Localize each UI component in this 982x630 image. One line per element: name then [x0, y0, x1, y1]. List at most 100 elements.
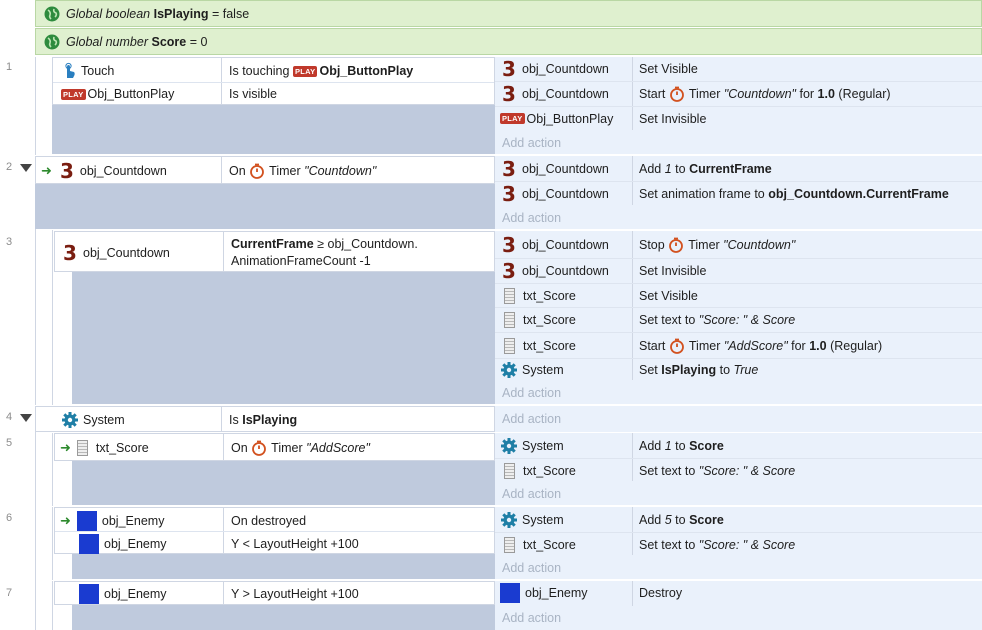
action-text[interactable]: Start Timer "Countdown" for 1.0 (Regular…: [639, 86, 891, 102]
action-area[interactable]: System Add 1 to Score txt_Score Set text…: [495, 433, 982, 505]
enemy-sprite-icon: [76, 510, 97, 531]
condition-block[interactable]: obj_Enemy Y > LayoutHeight +100: [54, 581, 495, 605]
action-object[interactable]: obj_Enemy: [500, 581, 588, 605]
action-text[interactable]: Set Visible: [639, 62, 698, 76]
condition-text[interactable]: Is visible: [229, 87, 277, 101]
add-action-link[interactable]: Add action: [502, 560, 562, 575]
condition-object[interactable]: obj_Enemy: [79, 532, 167, 555]
action-text[interactable]: Set text to "Score: " & Score: [639, 537, 796, 552]
add-action-link[interactable]: Add action: [502, 210, 562, 225]
condition-text[interactable]: Y > LayoutHeight +100: [231, 587, 359, 601]
global-prefix: Global boolean: [66, 6, 151, 21]
trigger-arrow-icon: ➜: [60, 512, 71, 528]
action-object[interactable]: System: [500, 359, 564, 381]
condition-object[interactable]: Touch: [61, 60, 114, 82]
condition-object[interactable]: obj_Enemy: [79, 582, 167, 606]
action-text[interactable]: Add 1 to Score: [639, 438, 724, 453]
timer-icon: [669, 86, 684, 102]
action-text[interactable]: Set Invisible: [639, 264, 707, 278]
action-object[interactable]: txt_Score: [504, 459, 576, 482]
action-text[interactable]: Stop Timer "Countdown": [639, 237, 796, 253]
condition-text[interactable]: CurrentFrame ≥ obj_Countdown. AnimationF…: [231, 237, 418, 268]
event-number: 6: [5, 512, 13, 524]
action-text[interactable]: Set Visible: [639, 288, 698, 303]
condition-block[interactable]: ➜ txt_Score On Timer "AddScore": [54, 433, 495, 461]
condition-text[interactable]: On Timer "Countdown": [229, 163, 377, 179]
play-badge-icon: PLAY: [292, 65, 318, 77]
condition-block[interactable]: 3 obj_Countdown CurrentFrame ≥ obj_Count…: [54, 231, 495, 272]
gear-icon: [501, 512, 517, 528]
add-action-link[interactable]: Add action: [502, 611, 562, 625]
countdown-3-icon: 3: [502, 57, 516, 81]
countdown-3-icon: 3: [502, 156, 516, 181]
action-text[interactable]: Set text to "Score: " & Score: [639, 313, 796, 327]
add-action-link[interactable]: Add action: [502, 135, 562, 150]
action-text[interactable]: Add 1 to CurrentFrame: [639, 161, 772, 176]
condition-object[interactable]: System: [61, 407, 125, 433]
condition-object[interactable]: ➜ txt_Score: [60, 440, 149, 456]
action-text[interactable]: Add 5 to Score: [639, 513, 724, 527]
gear-icon: [62, 412, 78, 428]
text-object-icon: [504, 536, 515, 553]
condition-text[interactable]: Y < LayoutHeight +100: [231, 536, 359, 551]
collapse-triangle-icon[interactable]: [20, 414, 32, 422]
timer-icon: [669, 237, 684, 253]
global-var-score[interactable]: Global number Score = 0: [35, 28, 982, 55]
condition-block[interactable]: ➜ obj_Enemy obj_Enemy On destroyed Y < L…: [54, 507, 495, 554]
event-number: 5: [5, 437, 13, 449]
action-object[interactable]: System: [500, 433, 564, 458]
condition-object[interactable]: ➜ obj_Enemy: [60, 509, 164, 532]
action-object[interactable]: txt_Score: [504, 333, 576, 358]
condition-area[interactable]: obj_Enemy Y > LayoutHeight +100: [54, 581, 495, 630]
condition-area[interactable]: 3 obj_Countdown CurrentFrame ≥ obj_Count…: [54, 231, 495, 404]
globe-icon: [44, 6, 60, 21]
condition-block[interactable]: Touch PLAY Obj_ButtonPlay Is touching PL…: [52, 57, 495, 105]
condition-text[interactable]: On Timer "AddScore": [231, 440, 370, 456]
action-area[interactable]: Add action: [495, 406, 982, 432]
condition-block[interactable]: ➜ 3 obj_Countdown On Timer "Countdown": [35, 156, 495, 184]
condition-block[interactable]: System Is IsPlaying: [35, 406, 495, 432]
global-value: = 0: [189, 34, 208, 49]
action-object[interactable]: txt_Score: [504, 284, 576, 307]
condition-area[interactable]: ➜ obj_Enemy obj_Enemy On destroyed Y < L…: [54, 507, 495, 579]
action-text[interactable]: Set animation frame to obj_Countdown.Cur…: [639, 186, 949, 201]
add-action-link[interactable]: Add action: [502, 486, 562, 501]
condition-object[interactable]: PLAY Obj_ButtonPlay: [61, 87, 175, 101]
action-object[interactable]: System: [500, 508, 564, 532]
add-action-link[interactable]: Add action: [502, 412, 562, 426]
condition-text[interactable]: On destroyed: [231, 513, 307, 528]
action-object[interactable]: txt_Score: [504, 533, 576, 556]
condition-area[interactable]: Touch PLAY Obj_ButtonPlay Is touching PL…: [52, 57, 495, 154]
condition-area[interactable]: ➜ txt_Score On Timer "AddScore": [54, 433, 495, 505]
action-area[interactable]: System Add 5 to Score txt_Score Set text…: [495, 507, 982, 579]
action-text[interactable]: Set IsPlaying to True: [639, 363, 759, 377]
action-text[interactable]: Destroy: [639, 586, 683, 600]
timer-icon: [669, 338, 684, 354]
text-object-icon: [504, 337, 515, 354]
action-text[interactable]: Set text to "Score: " & Score: [639, 463, 796, 478]
condition-object[interactable]: ➜ 3 obj_Countdown: [41, 159, 167, 183]
add-action-link[interactable]: Add action: [502, 385, 562, 400]
action-text[interactable]: Set Invisible: [639, 111, 707, 126]
condition-area[interactable]: ➜ 3 obj_Countdown On Timer "Countdown": [35, 156, 495, 229]
action-text[interactable]: Start Timer "AddScore" for 1.0 (Regular): [639, 338, 883, 354]
action-area[interactable]: obj_Enemy Destroy Add action: [495, 581, 982, 630]
collapse-triangle-icon[interactable]: [20, 164, 32, 172]
play-badge-icon: PLAY: [61, 88, 86, 100]
condition-text[interactable]: Is IsPlaying: [229, 413, 298, 427]
condition-object[interactable]: 3 obj_Countdown: [61, 232, 170, 273]
global-var-isplaying[interactable]: Global boolean IsPlaying = false: [35, 0, 982, 27]
touch-icon: [65, 62, 75, 78]
action-object[interactable]: txt_Score: [504, 308, 576, 332]
